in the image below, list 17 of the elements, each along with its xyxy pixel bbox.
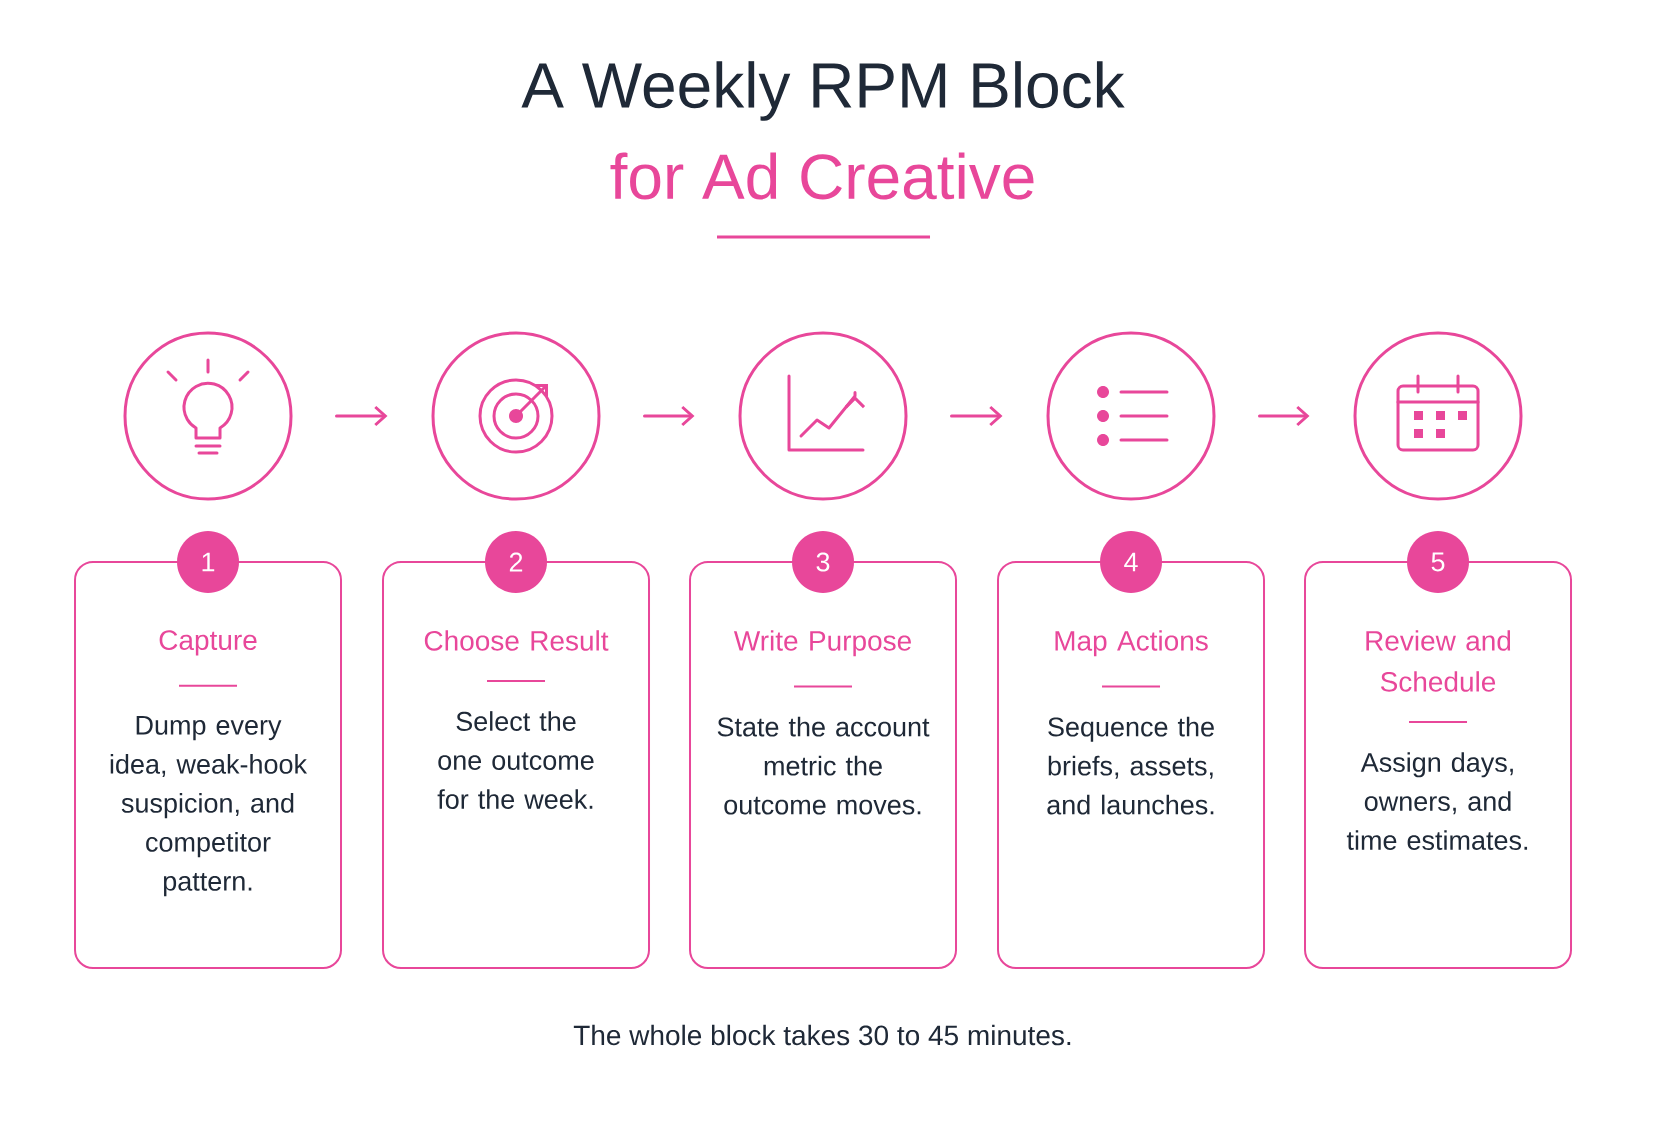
number-badge: 2 bbox=[485, 531, 547, 593]
caption: The whole block takes 30 to 45 minutes. bbox=[573, 1024, 1071, 1046]
arrow bbox=[335, 405, 388, 427]
number-badge: 3 bbox=[792, 531, 854, 593]
arrow bbox=[643, 405, 695, 427]
number-badge: 1 bbox=[177, 531, 239, 593]
subtitle: for Ad Creative bbox=[610, 152, 1034, 200]
arrow bbox=[950, 405, 1003, 427]
number-badge: 5 bbox=[1407, 531, 1469, 593]
icon-circle bbox=[1353, 331, 1523, 501]
icon-circle bbox=[1046, 331, 1216, 501]
icon-circle bbox=[123, 331, 293, 501]
icon-circle bbox=[738, 331, 908, 501]
icon-circle bbox=[431, 331, 601, 501]
title: A Weekly RPM Block bbox=[521, 61, 1125, 121]
arrow bbox=[1258, 405, 1310, 427]
number-badge: 4 bbox=[1100, 531, 1162, 593]
